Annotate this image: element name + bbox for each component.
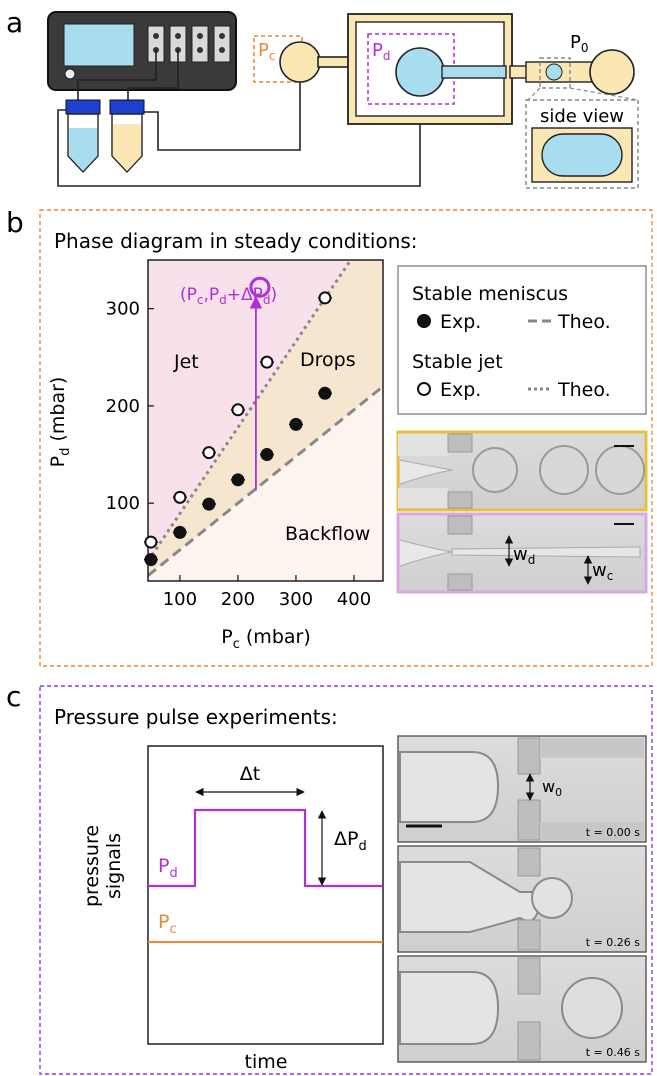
panel-b-title: Phase diagram in steady conditions: <box>54 229 418 253</box>
side-view-label: side view <box>540 106 624 127</box>
pc-signal-label: Pc <box>158 911 177 937</box>
pulse-xlabel: time <box>245 1051 288 1073</box>
jet-point <box>173 490 187 504</box>
panel-c-label: c <box>6 680 21 713</box>
continuous-inlet <box>279 41 321 83</box>
theory-jet-line <box>148 260 353 562</box>
jet-region <box>148 260 351 561</box>
legend-theo-1: Theo. <box>557 311 611 333</box>
dispersed-inlet <box>395 47 445 97</box>
time-label-2: t = 0.46 s <box>586 1046 641 1059</box>
micrograph-drops <box>396 430 648 512</box>
droplet <box>545 63 563 81</box>
legend: Stable meniscus Exp. Theo. Stable jet Ex… <box>397 265 647 415</box>
pc-label: Pc <box>258 40 275 63</box>
x-tick-label: 300 <box>279 589 313 610</box>
pressure-controller <box>47 11 237 91</box>
micrograph-jet: wd wc <box>396 512 648 594</box>
time-label-1: t = 0.26 s <box>586 936 641 949</box>
pd-signal <box>148 808 383 888</box>
panel-b-frame <box>39 209 653 667</box>
x-tick-label: 200 <box>221 589 255 610</box>
meniscus-point <box>260 448 274 462</box>
jet-point <box>318 291 332 305</box>
region-drops: Drops <box>300 349 356 371</box>
pulse-ylabel-2: signals <box>103 833 125 899</box>
panel-a: a <box>6 6 639 189</box>
y-tick-label: 100 <box>106 493 140 514</box>
micrograph-t0: w0 t = 0.00 s <box>397 735 647 843</box>
vial-dispersed <box>65 99 101 174</box>
legend-open-marker <box>417 382 431 396</box>
p0-label: P0 <box>570 32 589 55</box>
jet-point <box>231 403 245 417</box>
pulse-target-marker <box>249 276 271 298</box>
meniscus-point <box>144 553 158 567</box>
x-axis-label: Pc (mbar) <box>221 626 311 652</box>
legend-theo-2: Theo. <box>557 379 611 401</box>
meniscus-point <box>202 497 216 511</box>
legend-box <box>397 265 647 415</box>
panel-b: b Phase diagram in steady conditions: 10… <box>6 206 653 667</box>
side-view-droplet <box>541 133 623 177</box>
legend-exp-1: Exp. <box>440 311 481 333</box>
panel-c: c Pressure pulse experiments: Δt ΔPd Pd … <box>6 680 653 1075</box>
region-jet: Jet <box>173 351 199 373</box>
controller-knob <box>64 68 76 80</box>
legend-stable-jet: Stable jet <box>412 351 503 373</box>
jet-point <box>144 535 158 549</box>
region-backflow: Backflow <box>285 523 370 545</box>
wc-label: wc <box>592 560 613 583</box>
legend-filled-marker <box>417 314 431 328</box>
w0-label: w0 <box>542 777 562 799</box>
meniscus-point <box>289 417 303 431</box>
jet-point <box>260 355 274 369</box>
pd-signal-label: Pd <box>158 855 178 881</box>
y-tick-label: 200 <box>106 396 140 417</box>
y-tick-label: 300 <box>106 299 140 320</box>
pulse-plot-frame <box>147 745 384 1045</box>
legend-stable-meniscus: Stable meniscus <box>412 283 568 305</box>
controller-screen <box>63 23 135 67</box>
micrograph-t26: t = 0.26 s <box>397 845 647 953</box>
controller-ports <box>147 25 231 63</box>
panel-a-label: a <box>6 6 23 39</box>
vial-continuous <box>109 99 145 174</box>
jet-point <box>202 446 216 460</box>
wd-label: wd <box>513 544 535 567</box>
y-axis-label: Pd (mbar) <box>47 377 73 468</box>
panel-c-title: Pressure pulse experiments: <box>54 705 338 729</box>
meniscus-point <box>231 473 245 487</box>
pd-label: Pd <box>372 40 390 63</box>
theory-meniscus-line <box>148 385 383 577</box>
pulse-annotation: (Pc,Pd+ΔPd) <box>180 285 277 307</box>
phase-diagram: 100 200 300 400 100 200 300 Jet Drops Backflow… <box>47 259 384 652</box>
micrograph-t46: t = 0.46 s <box>397 955 647 1063</box>
x-tick-label: 100 <box>163 589 197 610</box>
time-label-0: t = 0.00 s <box>586 826 641 839</box>
panel-b-label: b <box>6 206 24 239</box>
dt-label: Δt <box>240 763 260 785</box>
dpd-label: ΔPd <box>334 828 367 854</box>
pulse-ylabel-1: pressure <box>81 825 103 907</box>
meniscus-point <box>173 525 187 539</box>
plot-frame <box>147 259 384 582</box>
side-view-box <box>525 99 639 189</box>
outlet-reservoir <box>589 49 635 95</box>
x-tick-label: 400 <box>337 589 371 610</box>
legend-exp-2: Exp. <box>440 379 481 401</box>
microfluidic-chip: Pc Pd P0 side view <box>253 13 639 189</box>
panel-c-frame <box>39 685 653 1075</box>
meniscus-point <box>318 386 332 400</box>
